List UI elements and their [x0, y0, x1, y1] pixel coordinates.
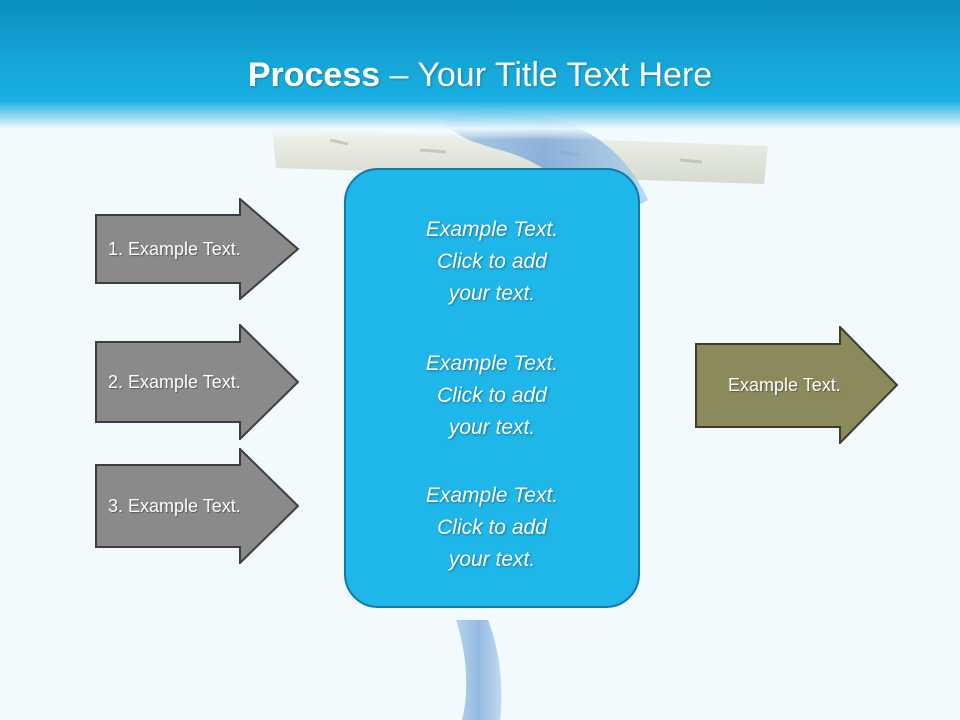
- input-arrow-1-label: 1. Example Text.: [108, 238, 241, 259]
- process-text-line: Example Text.: [425, 218, 559, 241]
- input-arrow-2-label: 2. Example Text.: [108, 371, 241, 392]
- title-bold: Process: [247, 56, 381, 94]
- process-text-block-2[interactable]: Example Text. Click to add your text.: [346, 348, 638, 444]
- title-rest: – Your Title Text Here: [380, 56, 713, 94]
- input-arrow-1[interactable]: 1. Example Text.: [94, 198, 300, 300]
- process-text-line: Example Text.: [425, 352, 559, 375]
- input-arrow-3-label: 3. Example Text.: [108, 495, 241, 516]
- output-arrow-label: Example Text.: [728, 374, 841, 395]
- input-arrow-2[interactable]: 2. Example Text.: [94, 324, 300, 440]
- process-text-line: Click to add: [437, 384, 547, 407]
- output-arrow[interactable]: Example Text.: [694, 326, 900, 444]
- process-text-line: Click to add: [437, 250, 547, 273]
- process-text-line: Click to add: [437, 516, 547, 539]
- process-text-line: your text.: [448, 282, 536, 305]
- header-bar: [0, 0, 960, 140]
- slide-title[interactable]: Process – Your Title Text Here: [0, 52, 960, 98]
- process-text-line: Example Text.: [425, 484, 559, 507]
- process-text-line: your text.: [448, 416, 536, 439]
- input-arrow-3[interactable]: 3. Example Text.: [94, 448, 300, 564]
- process-text-block-1[interactable]: Example Text. Click to add your text.: [346, 214, 638, 310]
- process-text-line: your text.: [448, 548, 536, 571]
- process-box[interactable]: Example Text. Click to add your text. Ex…: [344, 168, 640, 608]
- process-text-block-3[interactable]: Example Text. Click to add your text.: [346, 480, 638, 576]
